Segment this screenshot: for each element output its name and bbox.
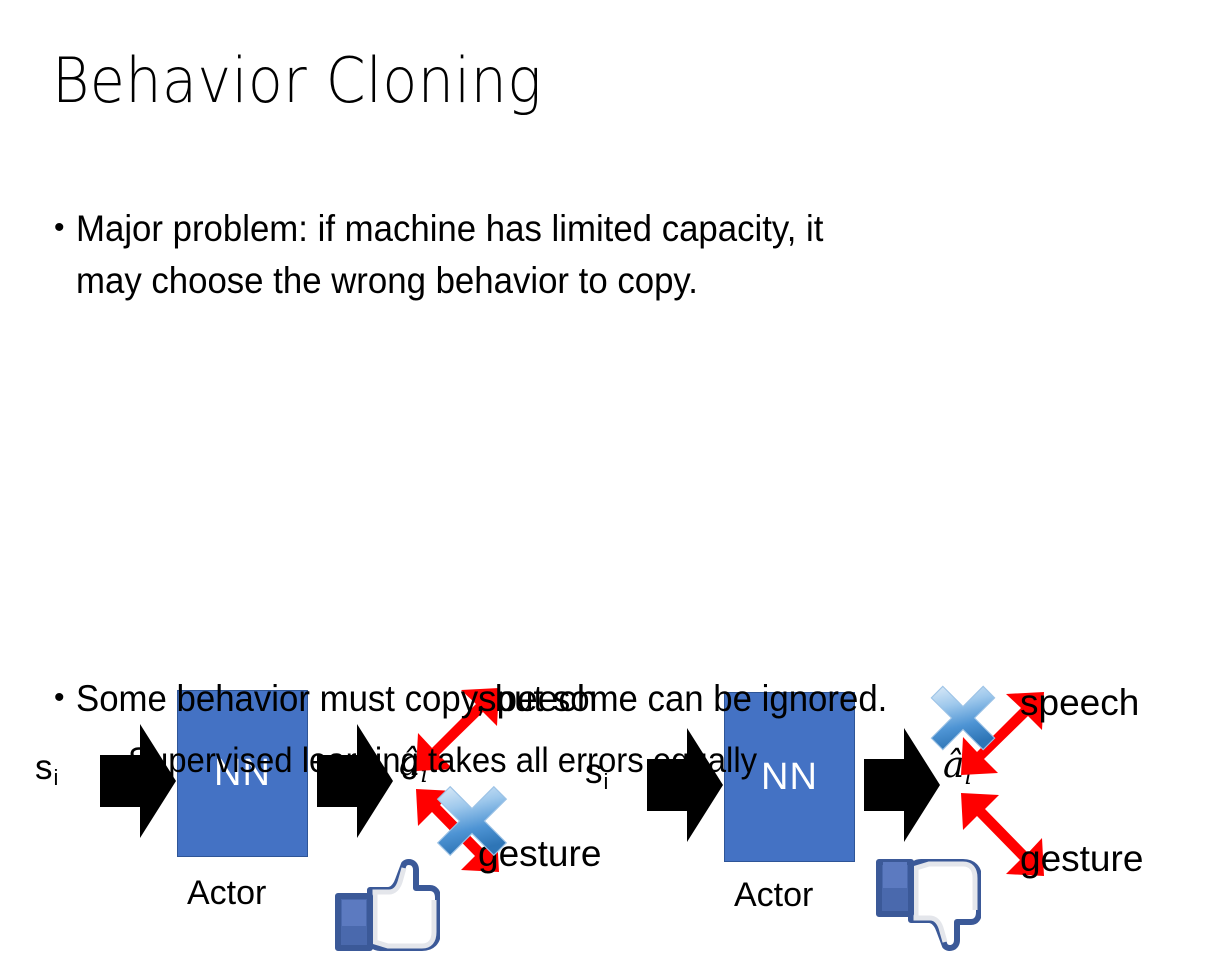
page-title: Behavior Cloning <box>52 44 542 117</box>
thumbs-down-icon <box>876 859 981 951</box>
input-state-label: si <box>585 752 608 795</box>
actor-caption: Actor <box>734 876 814 914</box>
bullet-text: Supervised learning takes all errors equ… <box>128 741 758 780</box>
cross-out-x-icon <box>930 685 996 751</box>
diagram-behavior-cloning-correct: si NN Actor âi speech gesture <box>18 330 618 951</box>
input-state-symbol: s <box>585 752 603 791</box>
bullet-item-some-behavior: • Some behavior must copy, but some can … <box>54 673 1154 725</box>
cross-out-x-icon <box>436 785 508 857</box>
neural-network-label: NN <box>214 752 271 794</box>
bullet-text: Major problem: if machine has limited ca… <box>75 208 823 301</box>
bullet-marker-icon: • <box>108 745 118 775</box>
input-state-label: si <box>35 748 58 791</box>
branch-arrow-speech-icon <box>961 692 1044 775</box>
thumbs-up-icon <box>335 859 440 951</box>
branch-label-speech: speech <box>1020 682 1140 723</box>
input-state-subscript: i <box>603 769 609 795</box>
output-action-symbol: â <box>943 745 965 786</box>
neural-network-box: NN <box>724 692 855 862</box>
output-action-label: âi <box>943 745 972 790</box>
bullet-item-supervised-learning: • Supervised learning takes all errors e… <box>108 735 1158 787</box>
output-action-subscript: i <box>420 761 428 788</box>
output-action-subscript: i <box>964 763 972 790</box>
neural-network-box: NN <box>177 690 308 857</box>
actor-caption: Actor <box>187 874 267 912</box>
branch-arrow-speech-icon <box>416 688 499 771</box>
output-action-symbol: â <box>399 743 421 784</box>
output-action-label: âi <box>399 743 428 788</box>
diagram-behavior-cloning-wrong: si NN Actor âi speech gesture <box>565 330 1165 951</box>
bullet-text: Some behavior must copy, but some can be… <box>75 678 887 719</box>
bullet-marker-icon: • <box>54 681 65 714</box>
input-state-subscript: i <box>53 765 59 791</box>
flow-arrow-in-icon <box>647 728 723 842</box>
branch-arrow-gesture-icon <box>961 793 1044 876</box>
branch-label-gesture: gesture <box>1020 838 1144 879</box>
bullet-item-major-problem: • Major problem: if machine has limited … <box>54 203 1134 307</box>
input-state-symbol: s <box>35 748 53 787</box>
bullet-marker-icon: • <box>54 211 65 244</box>
flow-arrow-out-icon <box>864 728 940 842</box>
flow-arrow-out-icon <box>317 724 393 838</box>
neural-network-label: NN <box>761 755 818 798</box>
branch-label-speech: speech <box>478 678 598 719</box>
flow-arrow-in-icon <box>100 724 176 838</box>
